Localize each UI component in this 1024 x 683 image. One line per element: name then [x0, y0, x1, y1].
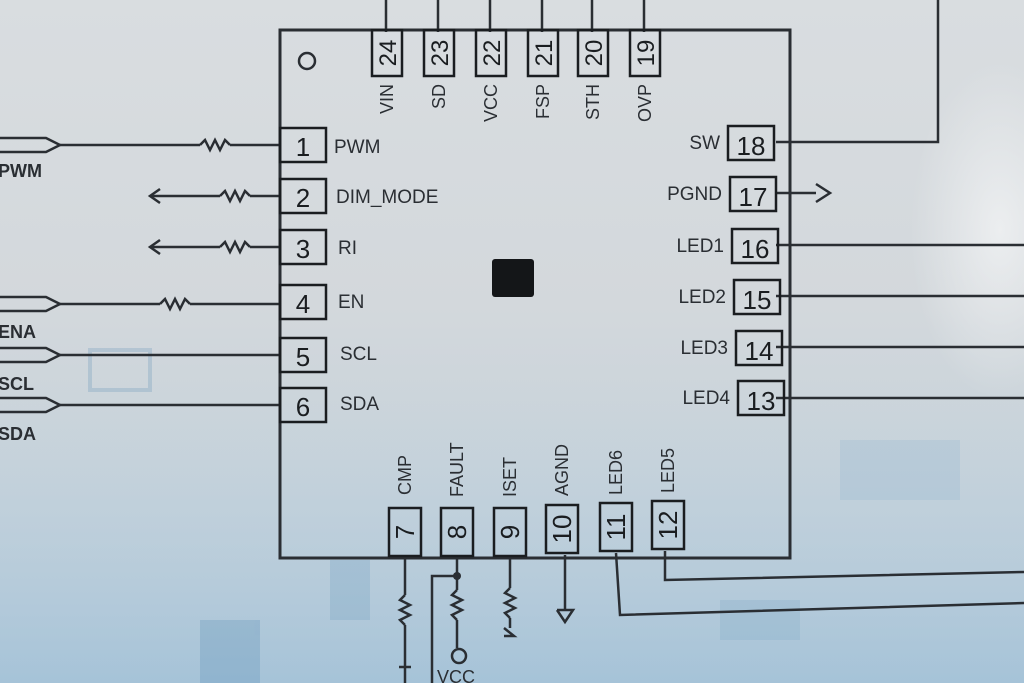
pin-num-3: 3 — [296, 234, 310, 264]
pin-num-4: 4 — [296, 289, 310, 319]
pin-label-led4: LED4 — [682, 388, 730, 409]
pin-num-10: 10 — [547, 515, 577, 544]
pin-label-agnd: AGND — [552, 444, 572, 496]
pin1-marker — [297, 51, 317, 71]
pin-label-led6: LED6 — [606, 450, 626, 495]
net-label-vcc-bottom: VCC — [437, 667, 475, 683]
bottom-wires — [397, 551, 1024, 683]
pin-num-18: 18 — [737, 131, 766, 161]
pin-num-7: 7 — [390, 525, 420, 539]
pin-num-21: 21 — [531, 40, 558, 67]
pin-label-iset: ISET — [500, 457, 520, 497]
light-glare — [910, 60, 1024, 400]
right-wires — [776, 0, 1024, 400]
pin-label-pgnd: PGND — [667, 184, 722, 205]
pin-num-1: 1 — [296, 132, 310, 162]
background-pattern — [88, 348, 960, 683]
pin-num-15: 15 — [743, 285, 772, 315]
pin-label-sda: SDA — [340, 394, 379, 415]
net-label-sda: SDA — [0, 424, 36, 444]
pin-label-cmp: CMP — [395, 455, 415, 495]
pin-num-20: 20 — [581, 40, 608, 67]
pin-num-9: 9 — [495, 525, 525, 539]
pin-label-led1: LED1 — [676, 236, 724, 257]
pin-num-12: 12 — [653, 511, 683, 540]
pin-num-14: 14 — [745, 336, 774, 366]
ic-chip — [492, 259, 534, 297]
pin-num-11: 11 — [601, 514, 631, 541]
pin-num-24: 24 — [375, 40, 402, 67]
left-wires — [0, 136, 280, 414]
net-label-scl: SCL — [0, 374, 34, 394]
pin-label-led2: LED2 — [678, 287, 726, 308]
pin-label-vin: VIN — [377, 84, 397, 114]
junction-dot — [453, 572, 461, 580]
pin-num-22: 22 — [479, 40, 506, 67]
left-pins — [278, 126, 328, 424]
right-pins — [726, 124, 786, 417]
pin-label-ri: RI — [338, 238, 357, 259]
pin-label-led3: LED3 — [680, 338, 728, 359]
pin-num-2: 2 — [296, 183, 310, 213]
pin-label-ovp: OVP — [635, 84, 655, 122]
pin-label-fault: FAULT — [447, 442, 467, 497]
pin-num-17: 17 — [739, 182, 768, 212]
pin-label-en: EN — [338, 292, 364, 313]
pin-label-sw: SW — [689, 133, 720, 154]
pin-label-dim-mode: DIM_MODE — [336, 187, 438, 208]
pin-label-scl: SCL — [340, 344, 377, 365]
pin-num-16: 16 — [741, 234, 770, 264]
net-label-ena: ENA — [0, 322, 36, 342]
pin-num-23: 23 — [427, 40, 454, 67]
pin-num-19: 19 — [633, 40, 660, 67]
pin-label-pwm: PWM — [334, 137, 380, 158]
bottom-pins — [387, 499, 686, 558]
pin-label-sth: STH — [583, 84, 603, 120]
blue-wash — [0, 380, 1024, 683]
pin-num-5: 5 — [296, 342, 310, 372]
top-pins — [370, 28, 662, 78]
pin-num-8: 8 — [442, 525, 472, 539]
pin-label-sd: SD — [429, 84, 449, 109]
net-label-pwm: PWM — [0, 161, 42, 181]
pin-num-13: 13 — [747, 386, 776, 416]
pin-label-fsp: FSP — [533, 84, 553, 119]
pin-label-vcc: VCC — [481, 84, 501, 122]
top-wires — [384, 0, 646, 32]
pin-num-6: 6 — [296, 392, 310, 422]
pin-label-led5: LED5 — [658, 448, 678, 493]
